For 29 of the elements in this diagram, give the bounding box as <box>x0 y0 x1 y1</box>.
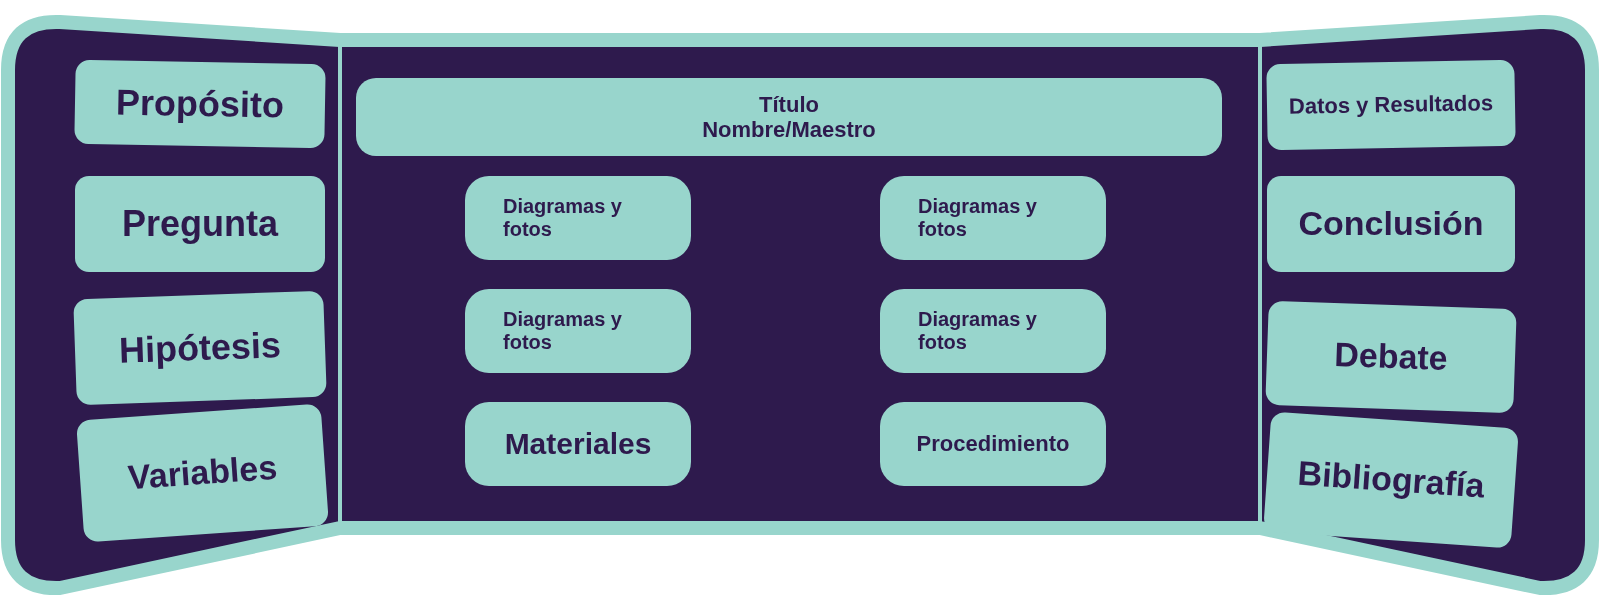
board-card <box>465 289 691 373</box>
board-card <box>880 402 1106 486</box>
board-card <box>356 78 1222 156</box>
board-card <box>74 59 326 149</box>
section-heading: Variables <box>126 448 279 498</box>
section-heading: Materiales <box>504 426 652 462</box>
section-heading: Título <box>759 91 819 117</box>
section-heading: Datos y Resultados <box>1288 90 1494 120</box>
section-heading: Nombre/Maestro <box>702 117 876 143</box>
board-card <box>880 176 1106 260</box>
section-heading: Conclusión <box>1298 204 1484 244</box>
board-card <box>465 176 691 260</box>
section-heading: Bibliografía <box>1296 454 1486 506</box>
board-card <box>465 402 691 486</box>
board-card <box>73 290 327 406</box>
section-heading: Pregunta <box>122 203 278 245</box>
board-card <box>75 176 325 272</box>
section-heading: Propósito <box>115 81 285 127</box>
section-heading: Diagramas y fotos <box>503 308 623 354</box>
board-card <box>880 289 1106 373</box>
section-heading: Diagramas y fotos <box>918 308 1038 354</box>
section-heading: Hipótesis <box>118 324 282 372</box>
board-card <box>1267 176 1515 272</box>
section-heading: Procedimiento <box>916 431 1070 457</box>
section-heading: Diagramas y fotos <box>503 195 623 241</box>
section-heading: Diagramas y fotos <box>918 195 1038 241</box>
board-card <box>1266 59 1516 151</box>
section-heading: Debate <box>1333 335 1449 379</box>
board-card <box>1265 300 1517 414</box>
